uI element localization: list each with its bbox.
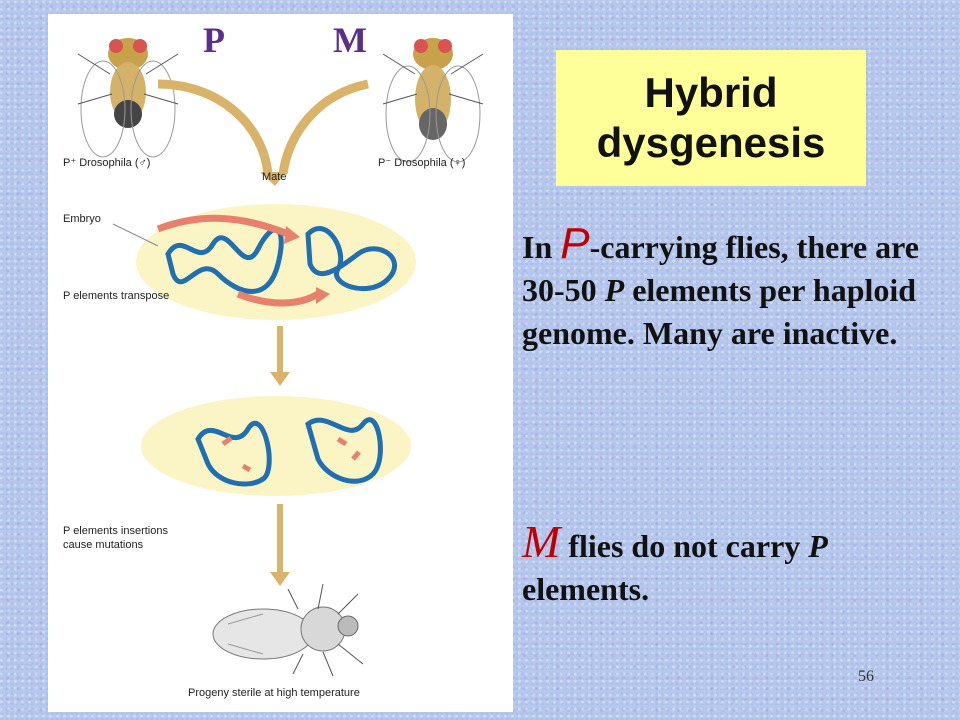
- transposition-arrow-1: [156, 214, 290, 238]
- hybrid-dysgenesis-diagram: P M P⁺ Drosophila (♂) P⁻ Drosophila (♀: [63, 20, 484, 699]
- down-arrowhead-1: [270, 372, 290, 386]
- transpose-label: P elements transpose: [63, 290, 169, 302]
- para2-italic-p: P: [808, 528, 828, 564]
- caption-p-minus: P⁻ Drosophila (♀): [378, 157, 465, 169]
- caption-p-plus: P⁺ Drosophila (♂): [63, 157, 150, 169]
- transposition-arrowhead-1: [284, 226, 300, 244]
- para1-big-p: P: [560, 219, 590, 268]
- embryo-2: [141, 396, 411, 496]
- para1-text-1: In: [522, 229, 561, 265]
- insertions-line-2: cause mutations: [63, 539, 144, 551]
- progeny-fly-icon: [212, 583, 364, 677]
- chromosome-blue-2: [305, 226, 397, 291]
- insertions-line-1: P elements insertions: [63, 525, 168, 537]
- female-fly-icon: [382, 38, 484, 163]
- mate-arrowhead: [260, 172, 286, 186]
- para1-italic-p: P: [604, 272, 625, 308]
- label-p: P: [203, 20, 225, 60]
- chromosome-blue-3: [195, 420, 272, 487]
- para1-text-3: elements per haploid genome. Many are in…: [522, 272, 917, 351]
- mate-arrow-left: [157, 79, 273, 175]
- page-number: 56: [858, 668, 874, 685]
- progeny-caption: Progeny sterile at high temperature: [188, 687, 360, 699]
- embryo-label: Embryo: [63, 213, 101, 225]
- chromosome-blue-4: [305, 417, 383, 484]
- down-arrowhead-2: [270, 572, 290, 586]
- label-m: M: [333, 20, 367, 60]
- transposition-arrow-2: [236, 290, 320, 307]
- mate-label: Mate: [262, 171, 286, 183]
- para1-text-2: -carrying flies, there are 30-50: [522, 229, 919, 308]
- para2-text-2: elements.: [522, 571, 650, 607]
- paragraph-p-flies: In P-carrying flies, there are 30-50 P e…: [522, 222, 942, 355]
- figure-panel: P M P⁺ Drosophila (♂) P⁻ Drosophila (♀: [48, 14, 513, 712]
- p-element-marks: [221, 436, 361, 473]
- paragraph-m-flies: M flies do not carry P elements.: [522, 519, 942, 611]
- male-fly-icon: [77, 38, 179, 158]
- para2-text-1: flies do not carry: [560, 528, 809, 564]
- page-title: Hybrid dysgenesis: [596, 69, 826, 166]
- mate-arrow-right: [278, 79, 369, 175]
- embryo-leader-line: [112, 223, 159, 247]
- transposition-arrowhead-2: [316, 287, 330, 304]
- para2-big-m: M: [522, 516, 561, 567]
- title-box: Hybrid dysgenesis: [556, 50, 866, 186]
